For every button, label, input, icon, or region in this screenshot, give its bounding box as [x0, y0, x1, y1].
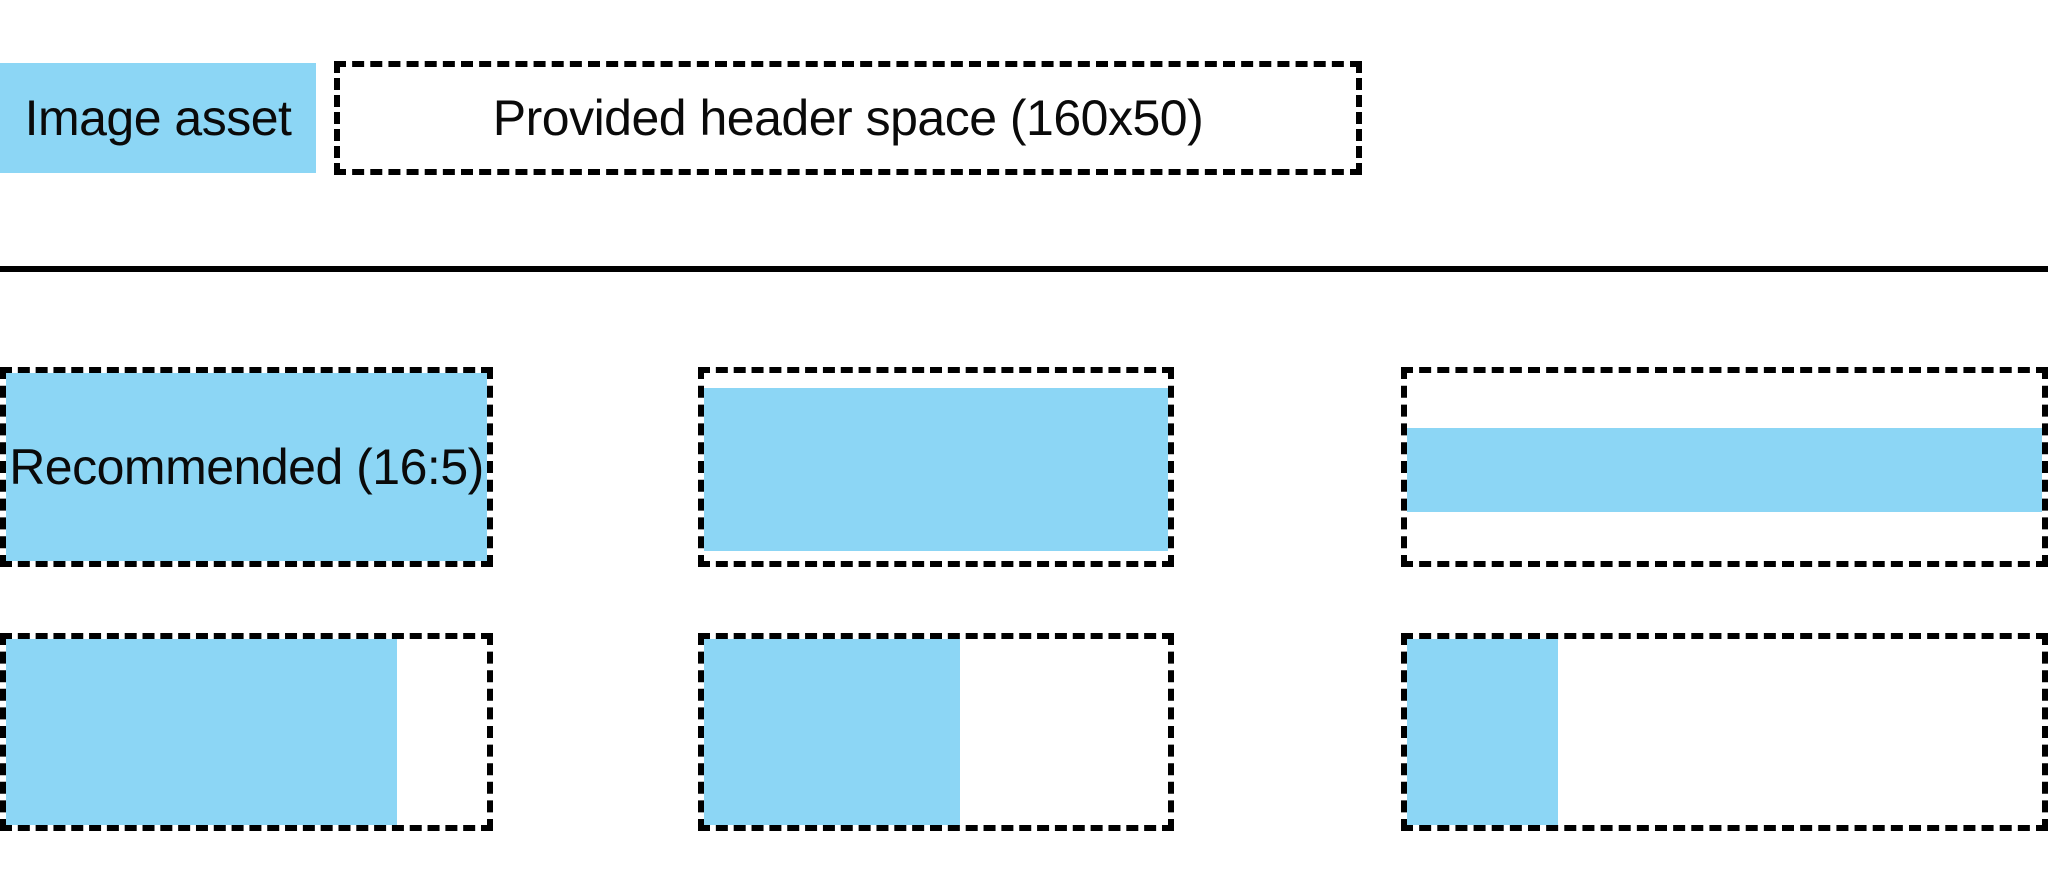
section-divider-line: [0, 266, 2048, 272]
example-full-width-letterboxed: [698, 367, 1174, 567]
image-asset-fill: [704, 388, 1168, 551]
legend-image-asset-label: Image asset: [24, 89, 292, 146]
example-full-width-thin-band: [1401, 367, 2048, 567]
recommended-label: Recommended (16:5): [9, 438, 484, 495]
example-full-height-narrow-asset: [1401, 633, 2048, 831]
image-asset-fill: [6, 639, 398, 825]
example-full-height-wide-asset: [0, 633, 493, 831]
image-asset-fill: [1407, 639, 1558, 825]
image-asset-fill: [1407, 427, 2042, 513]
example-full-height-medium-asset: [698, 633, 1174, 831]
image-asset-fill: [704, 639, 961, 825]
image-asset-fill: [6, 373, 487, 561]
legend-header-space-box: Provided header space (160x50): [334, 61, 1362, 175]
example-recommended-16-5: Recommended (16:5): [0, 367, 493, 567]
legend-image-asset-swatch: Image asset: [0, 63, 316, 173]
legend-header-space-label: Provided header space (160x50): [492, 89, 1204, 146]
